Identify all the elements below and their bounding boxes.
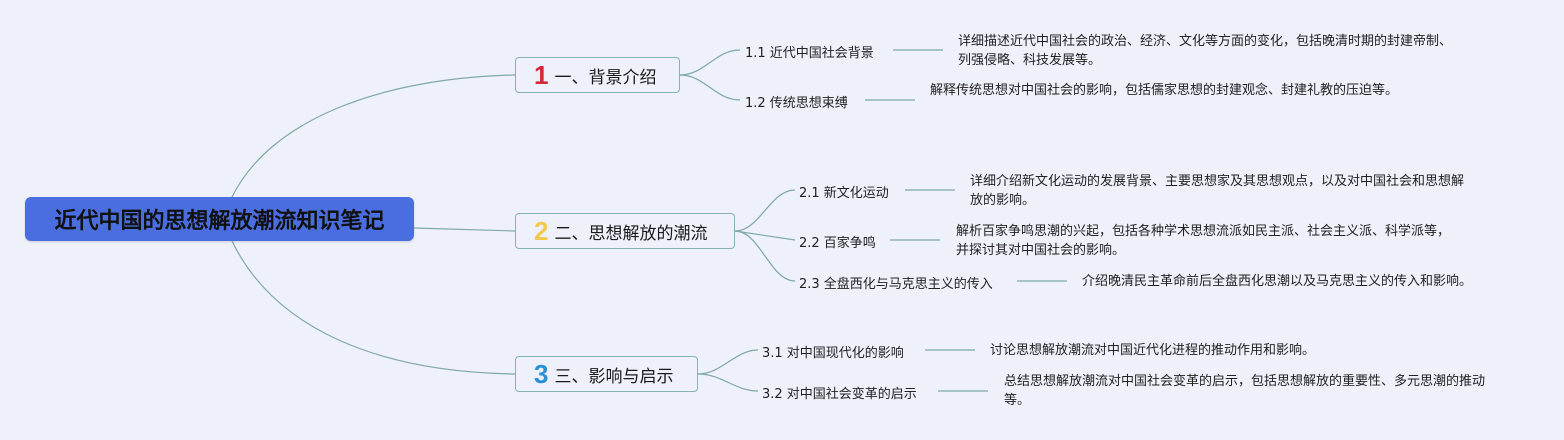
detail-note-2-2: 解析百家争鸣思潮的兴起，包括各种学术思想流派如民主派、社会主义派、科学派等，并探… [956, 224, 1451, 258]
topic-node-1-1[interactable]: 1.1 近代中国社会背景 [745, 46, 874, 61]
section-label-3: 三、影响与启示 [554, 366, 674, 387]
detail-note-1-2: 解释传统思想对中国社会的影响，包括儒家思想的封建观念、封建礼教的压迫等。 [930, 83, 1399, 98]
detail-note-1-1: 详细描述近代中国社会的政治、经济、文化等方面的变化，包括晚清时期的封建帝制、列强… [958, 34, 1453, 68]
root-title: 近代中国的思想解放潮流知识笔记 [54, 209, 385, 234]
detail-note-2-3: 介绍晚清民主革命前后全盘西化思潮以及马克思主义的传入和影响。 [1082, 274, 1473, 289]
section-number-1: 1 [534, 59, 549, 90]
section-node-1[interactable]: 1 一、背景介绍 [515, 57, 680, 93]
topic-node-1-2[interactable]: 1.2 传统思想束缚 [745, 96, 848, 111]
section-number-2: 2 [534, 215, 549, 246]
detail-note-2-1: 详细介绍新文化运动的发展背景、主要思想家及其思想观点，以及对中国社会和思想解放的… [970, 174, 1465, 208]
topic-node-2-3[interactable]: 2.3 全盘西化与马克思主义的传入 [799, 277, 993, 292]
topic-node-3-2[interactable]: 3.2 对中国社会变革的启示 [762, 387, 917, 402]
section-label-2: 二、思想解放的潮流 [554, 223, 708, 244]
section-number-3: 3 [534, 358, 549, 389]
topic-node-2-1[interactable]: 2.1 新文化运动 [799, 186, 889, 201]
section-label-1: 一、背景介绍 [554, 67, 657, 88]
section-node-3[interactable]: 3 三、影响与启示 [515, 356, 698, 392]
detail-note-3-1: 讨论思想解放潮流对中国近代化进程的推动作用和影响。 [990, 343, 1316, 358]
root-node[interactable]: 近代中国的思想解放潮流知识笔记 [25, 197, 414, 241]
topic-node-2-2[interactable]: 2.2 百家争鸣 [799, 236, 876, 251]
topic-node-3-1[interactable]: 3.1 对中国现代化的影响 [762, 346, 904, 361]
detail-note-3-2: 总结思想解放潮流对中国社会变革的启示，包括思想解放的重要性、多元思潮的推动等。 [1004, 374, 1486, 408]
section-node-2[interactable]: 2 二、思想解放的潮流 [515, 213, 735, 249]
